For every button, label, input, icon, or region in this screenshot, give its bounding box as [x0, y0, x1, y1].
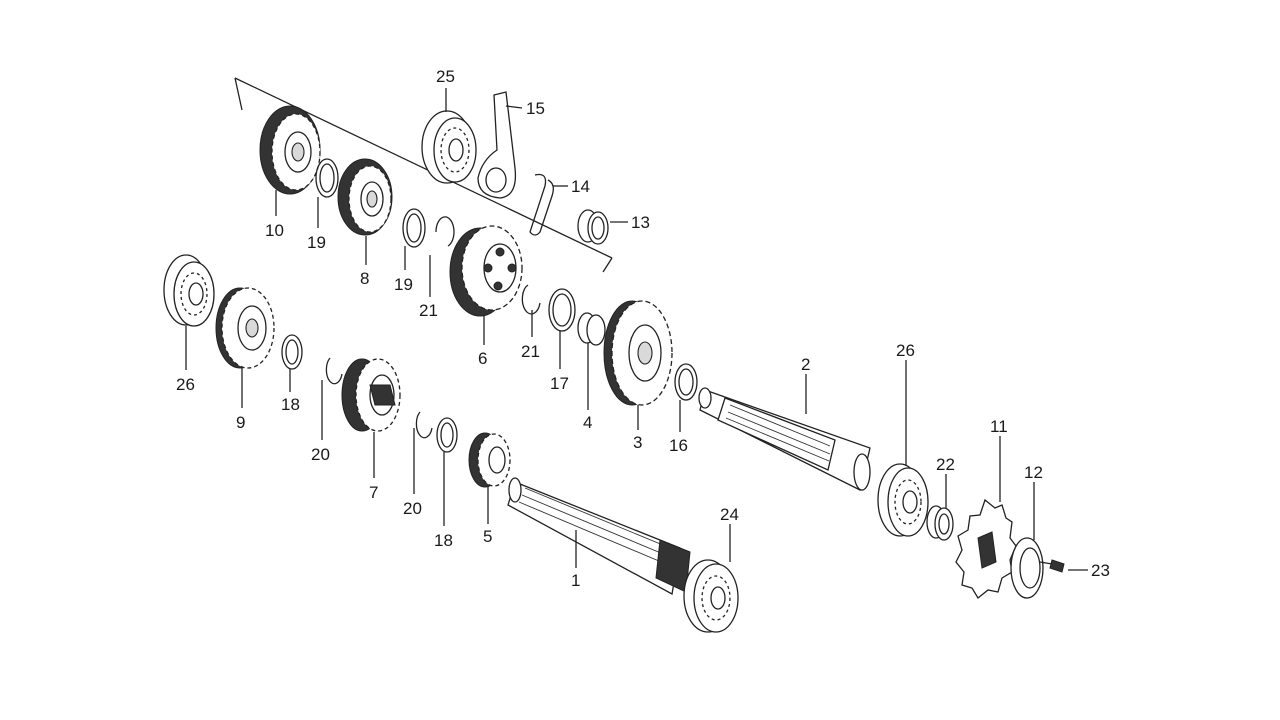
circlip-21-a	[435, 216, 455, 247]
washer-18-b	[436, 417, 458, 453]
label-18-a: 18	[281, 395, 300, 414]
bolt-23	[1039, 559, 1065, 573]
label-19-b: 19	[394, 275, 413, 294]
circlip-20-a	[325, 357, 343, 385]
countershaft-2	[698, 387, 871, 491]
label-18-b: 18	[434, 531, 453, 550]
label-15: 15	[526, 99, 545, 118]
label-20-a: 20	[311, 445, 330, 464]
label-19-a: 19	[307, 233, 326, 252]
label-6: 6	[478, 349, 487, 368]
leader-lines	[185, 88, 1088, 571]
washer-17	[548, 288, 576, 332]
collar-22	[926, 505, 954, 541]
label-22: 22	[936, 455, 955, 474]
sprocket-11	[955, 498, 1017, 599]
gear-3	[603, 300, 673, 406]
label-26-b: 26	[896, 341, 915, 360]
label-23: 23	[1091, 561, 1110, 580]
mainshaft-1	[507, 477, 691, 596]
label-1: 1	[571, 571, 580, 590]
gear-5	[468, 432, 511, 488]
label-25: 25	[436, 67, 455, 86]
washer-19-b	[402, 208, 426, 248]
bush-4	[577, 312, 606, 346]
label-16: 16	[669, 436, 688, 455]
gear-7	[341, 358, 401, 432]
label-2: 2	[801, 355, 810, 374]
circlip-20-b	[415, 411, 433, 439]
gear-6	[449, 225, 523, 317]
label-24: 24	[720, 505, 739, 524]
spring-clip-14	[529, 173, 554, 236]
label-17: 17	[550, 374, 569, 393]
label-13: 13	[631, 213, 650, 232]
circlip-21-b	[521, 284, 541, 315]
label-21-a: 21	[419, 301, 438, 320]
washer-19-a	[315, 158, 339, 198]
label-14: 14	[571, 177, 590, 196]
collar-13	[577, 209, 609, 245]
label-26-a: 26	[176, 375, 195, 394]
label-9: 9	[236, 413, 245, 432]
bearing-24	[683, 559, 739, 633]
bearing-25	[421, 110, 477, 184]
gear-10	[259, 105, 321, 195]
part-labels: 25 15 14 13 10 19 8 19 21 6 21 17 4 3 16…	[176, 67, 1110, 590]
label-5: 5	[483, 527, 492, 546]
label-7: 7	[369, 483, 378, 502]
label-4: 4	[583, 413, 592, 432]
label-10: 10	[265, 221, 284, 240]
gear-8	[337, 158, 393, 236]
bearing-26-b	[877, 463, 929, 537]
gear-9	[215, 287, 275, 369]
bearing-26-a	[163, 254, 215, 327]
label-12: 12	[1024, 463, 1043, 482]
washer-16	[674, 363, 698, 401]
label-8: 8	[360, 269, 369, 288]
label-3: 3	[633, 433, 642, 452]
shift-arm-15	[477, 91, 517, 199]
label-11: 11	[990, 417, 1008, 436]
label-20-b: 20	[403, 499, 422, 518]
washer-18-a	[281, 334, 303, 370]
label-21-b: 21	[521, 342, 540, 361]
lock-plate-12	[1010, 537, 1044, 599]
